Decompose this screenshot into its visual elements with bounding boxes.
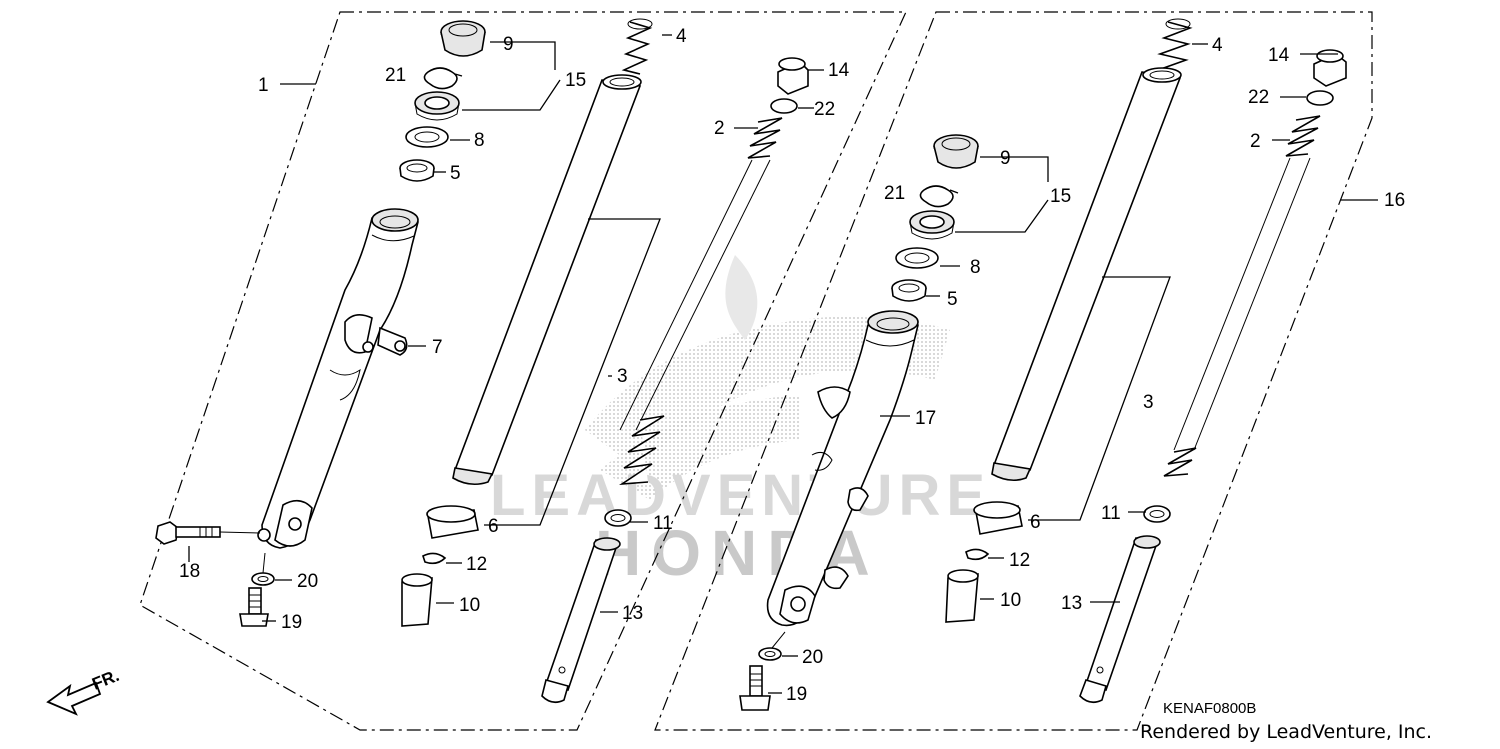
callout-14-left: 14: [828, 60, 850, 81]
callout-8-right: 8: [970, 257, 981, 278]
part-3-left-tube: [452, 74, 642, 486]
part-18-bolt: [155, 521, 261, 545]
callout-2-right: 2: [1250, 131, 1261, 152]
part-11-left: [604, 509, 632, 527]
callout-22-left: 22: [814, 99, 835, 120]
part-12-right: [965, 548, 990, 561]
part-21-right: [919, 185, 954, 208]
callout-8-left: 8: [474, 130, 485, 151]
part-6-right: [973, 501, 1023, 535]
left-assembly-boundary: [139, 11, 907, 731]
part-2-left-spring: [619, 117, 783, 486]
part-17-right-slider: [766, 310, 919, 627]
callout-9-right: 9: [1000, 148, 1011, 169]
callout-17: 17: [915, 408, 936, 429]
diagram-code: KENAF0800B: [1163, 700, 1256, 717]
callout-20-right: 20: [802, 647, 823, 668]
part-2-right-spring: [1163, 115, 1321, 477]
part-10-left: [401, 573, 433, 627]
callout-7: 7: [432, 337, 443, 358]
callout-15-right: 15: [1050, 186, 1071, 207]
part-13-left-rod: [541, 537, 621, 704]
callout-3-right: 3: [1143, 392, 1154, 413]
part-22-right: [1306, 90, 1334, 106]
part-10-right: [945, 569, 979, 623]
callout-4-left: 4: [676, 26, 687, 47]
callout-13-left: 13: [622, 603, 643, 624]
part-19-right: [739, 665, 771, 711]
part-9-right: [933, 134, 979, 169]
part-22-left: [770, 98, 798, 114]
part-20-left: [251, 552, 275, 586]
callout-5-right: 5: [947, 289, 958, 310]
callout-12-right: 12: [1009, 550, 1030, 571]
part-8-right: [895, 247, 939, 269]
part-19-left: [239, 587, 269, 627]
callout-5-left: 5: [450, 163, 461, 184]
callout-19-right: 19: [786, 684, 807, 705]
callout-16: 16: [1384, 190, 1405, 211]
callout-12-left: 12: [466, 554, 487, 575]
callout-13-right: 13: [1061, 593, 1082, 614]
part-5-right: [891, 279, 927, 302]
part-14-right: [1313, 49, 1347, 87]
callout-9-left: 9: [503, 34, 514, 55]
front-direction-label: FR.: [89, 666, 122, 694]
part-15-left: [414, 91, 460, 121]
watermark-text: LEADVENTURE: [490, 463, 991, 528]
right-assembly-boundary: [654, 11, 1373, 731]
part-4-right-spring: [1157, 18, 1193, 73]
part-20-right: [758, 631, 786, 661]
part-14-left: [777, 57, 809, 95]
render-credit: Rendered by LeadVenture, Inc.: [1140, 721, 1432, 743]
callout-11-right: 11: [1101, 503, 1121, 524]
callout-10-right: 10: [1000, 590, 1021, 611]
callout-19-left: 19: [281, 612, 302, 633]
leader-lines: [188, 34, 1378, 694]
callout-14-right: 14: [1268, 45, 1290, 66]
part-12-left: [422, 552, 447, 565]
front-direction-arrow-icon: [46, 681, 102, 716]
part-6-left: [426, 505, 479, 539]
callout-20-left: 20: [297, 571, 318, 592]
part-15-right: [909, 210, 955, 240]
callout-2-left: 2: [714, 118, 725, 139]
part-21-left: [423, 67, 458, 90]
callouts: 1 9 21 15 8 5 7 4 14 22 2 3 6 11 12 10 1…: [179, 26, 1405, 705]
part-8-left: [405, 126, 449, 148]
part-13-right-rod: [1079, 535, 1161, 704]
callout-15-left: 15: [565, 70, 586, 91]
callout-18: 18: [179, 561, 200, 582]
callout-1: 1: [258, 75, 269, 96]
callout-3-left: 3: [617, 366, 628, 387]
part-4-left-spring: [621, 18, 653, 75]
part-1-left-slider: [257, 208, 419, 549]
callout-11-left: 11: [653, 513, 673, 534]
callout-4-right: 4: [1212, 35, 1223, 56]
callout-21-left: 21: [385, 65, 406, 86]
callout-6-left: 6: [488, 516, 499, 537]
part-3-right-tube: [991, 67, 1182, 482]
part-9-left: [440, 20, 486, 57]
part-5-left: [399, 159, 435, 182]
callout-6-right: 6: [1030, 512, 1041, 533]
part-11-right: [1143, 505, 1171, 523]
callout-21-right: 21: [884, 183, 905, 204]
callout-10-left: 10: [459, 595, 480, 616]
callout-22-right: 22: [1248, 87, 1269, 108]
